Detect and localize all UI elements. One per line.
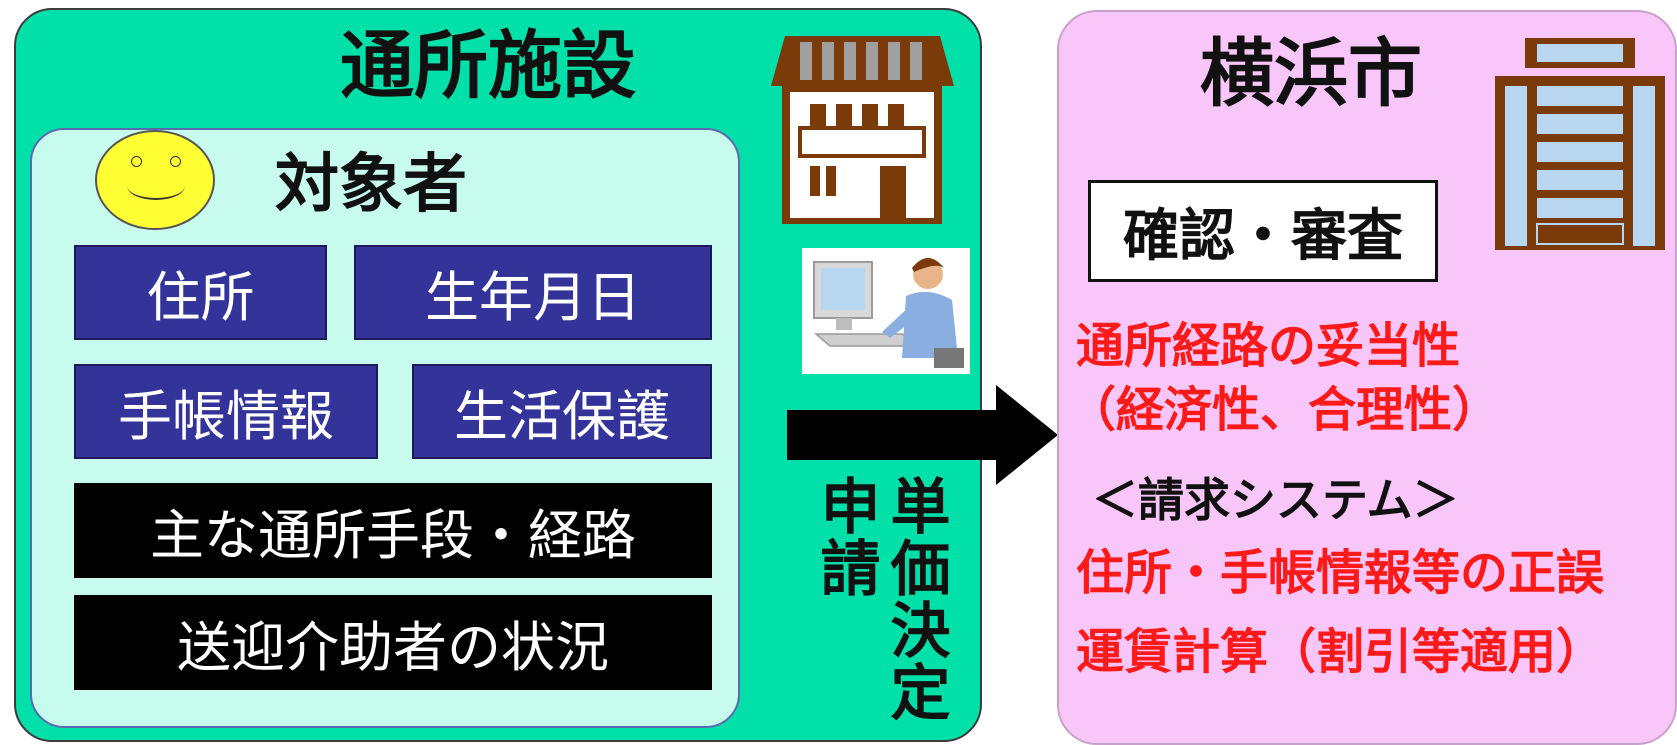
subject-title: 対象者 (275, 148, 467, 222)
price-decision-label: 単価決定 (880, 475, 950, 723)
facility-building-icon (771, 36, 954, 224)
handbook-info-chip: 手帳情報 (74, 364, 378, 459)
address-chip: 住所 (74, 245, 327, 340)
commute-route-chip: 主な通所手段・経路 (74, 483, 712, 578)
welfare-chip: 生活保護 (412, 364, 712, 459)
apply-label: 申請 (810, 475, 880, 599)
right-arrow-icon (787, 410, 997, 460)
birthdate-chip: 生年月日 (354, 245, 712, 340)
computer-user-icon (802, 248, 970, 374)
route-validity-line: 通所経路の妥当性 (1076, 318, 1461, 374)
smiley-face-icon (95, 130, 215, 230)
right-arrow-head (996, 385, 1058, 485)
data-check-line: 住所・手帳情報等の正誤 (1076, 545, 1605, 601)
billing-system-label: ＜請求システム＞ (1092, 473, 1459, 527)
fare-calc-line: 運賃計算（割引等適用） (1076, 624, 1605, 680)
escort-status-chip: 送迎介助者の状況 (74, 595, 712, 690)
facility-title: 通所施設 (340, 23, 636, 109)
city-hall-building-icon (1495, 38, 1665, 250)
review-box: 確認・審査 (1088, 180, 1438, 282)
city-title: 横浜市 (1200, 31, 1422, 117)
validity-criteria-line: （経済性、合理性） (1068, 382, 1501, 438)
